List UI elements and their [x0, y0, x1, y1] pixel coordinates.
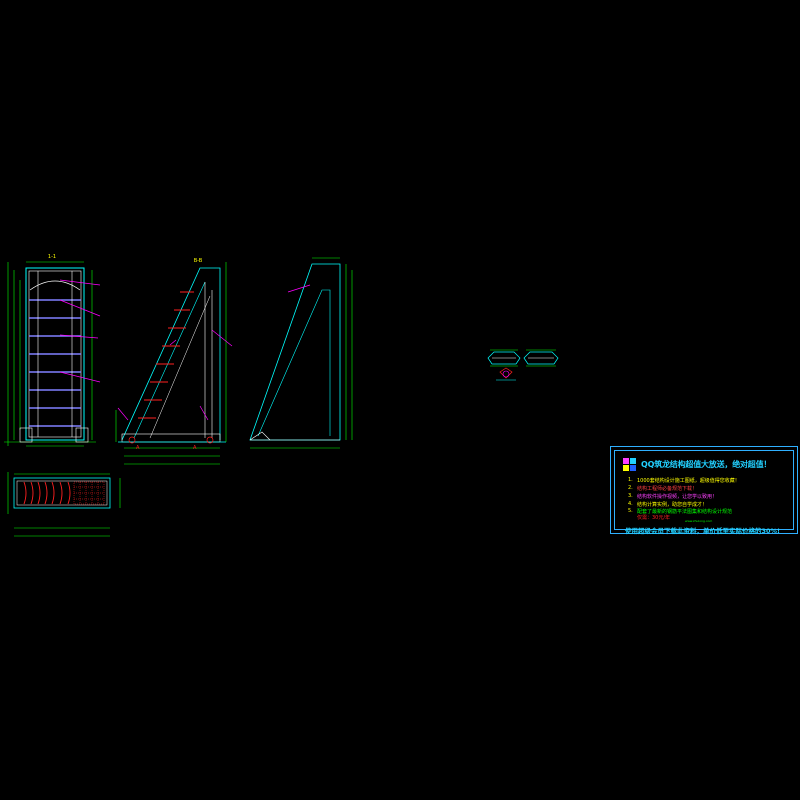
item-number: 2. — [628, 485, 633, 491]
item-number: 5. — [628, 508, 633, 514]
section-marker-left: A — [136, 445, 140, 451]
item-number: 1. — [628, 477, 633, 483]
detail-drawings — [487, 349, 559, 381]
side-view — [249, 257, 353, 449]
info-item: 1000套结构设计施工图纸，超级值得您收藏！ — [637, 478, 740, 484]
front-elevation — [4, 261, 101, 447]
info-box: QQ筑龙结构超值大放送，绝对超值！ 1. 1000套结构设计施工图纸，超级值得您… — [610, 446, 798, 535]
section-view-bb — [115, 262, 233, 465]
front-view-label: 1-1 — [48, 254, 56, 260]
info-item: 配套了最新的钢筋平法图集和结构设计规范 — [637, 509, 733, 515]
info-item: 结构计算实例，助您自学成才！ — [637, 502, 708, 508]
item-number: 4. — [628, 501, 633, 507]
price-note: 仅需：30元/年 — [637, 515, 671, 521]
plan-view — [7, 472, 121, 537]
small-note: www.zhulong.com — [685, 519, 713, 523]
info-box-title: QQ筑龙结构超值大放送，绝对超值！ — [641, 460, 772, 469]
section-marker-right: A — [193, 445, 197, 451]
info-item: 结构工程师必备规范下载！ — [637, 486, 698, 492]
section-view-label: B-B — [194, 258, 203, 264]
item-number: 3. — [628, 493, 633, 499]
info-box-inner: QQ筑龙结构超值大放送，绝对超值！ 1. 1000套结构设计施工图纸，超级值得您… — [614, 450, 794, 535]
logo-icon — [623, 458, 637, 472]
info-item: 结构软件操作视频，让您学以致用！ — [637, 494, 718, 500]
info-box-footer[interactable]: 使用超级会员下载此资料，单价低至实际价格的30%! — [625, 527, 781, 535]
